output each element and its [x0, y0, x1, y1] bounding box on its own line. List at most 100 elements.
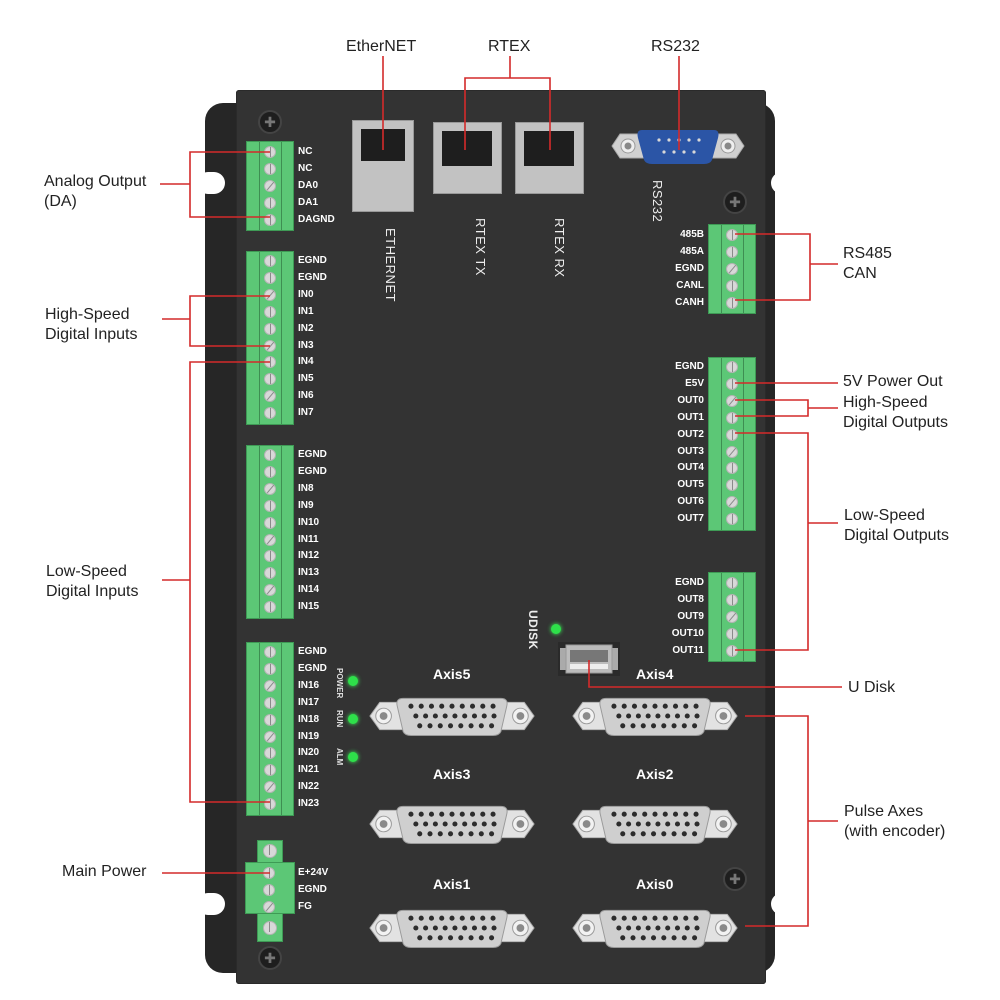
ethernet-port[interactable]	[352, 120, 414, 212]
terminal-pin-label: IN21	[298, 764, 320, 776]
terminal-screw-icon	[264, 449, 276, 461]
terminal-pin-label: OUT10	[671, 627, 704, 639]
axis4-label: Axis4	[636, 666, 674, 682]
terminal-screw-icon	[726, 411, 738, 424]
usb-port[interactable]	[552, 640, 626, 678]
terminal-screw-icon	[726, 394, 738, 407]
terminal-screw-icon	[264, 271, 276, 284]
terminal-screw-icon	[726, 610, 738, 623]
terminal-screw-icon	[264, 679, 276, 692]
rtex-rx-port[interactable]	[515, 122, 584, 194]
terminal-pin-label: DAGND	[298, 213, 335, 225]
terminal-pin-label: IN1	[298, 305, 314, 317]
terminal-pin-label: OUT7	[677, 513, 704, 525]
terminal-pin-label: EGND	[675, 361, 704, 372]
terminal-screw-icon	[263, 883, 275, 896]
udisk-port-label: UDISK	[526, 610, 540, 650]
screw-icon: ✚	[258, 110, 282, 134]
screw-icon: ✚	[258, 946, 282, 970]
terminal-screw-icon	[726, 377, 738, 390]
terminal-pin-label: OUT5	[677, 479, 704, 491]
terminal-pin-label: IN17	[298, 696, 320, 708]
terminal-pin-label: DA1	[298, 196, 319, 208]
terminal-screw-icon	[264, 516, 276, 529]
terminal-pin-label: IN4	[298, 356, 314, 368]
terminal-screw-icon	[264, 533, 276, 546]
axis0-connector[interactable]	[569, 906, 741, 950]
callout-udisk: U Disk	[848, 679, 896, 696]
terminal-pin-label: OUT8	[677, 593, 704, 605]
terminal-pin-label: 485A	[680, 245, 704, 257]
axis2-connector[interactable]	[569, 802, 741, 846]
screw-icon: ✚	[723, 867, 747, 891]
terminal-pin-label: IN3	[298, 339, 314, 351]
terminal-pin-label: EGND	[675, 577, 704, 588]
callout-pulse-axes: Pulse Axes (with encoder)	[844, 803, 946, 840]
terminal-screw-icon	[264, 798, 276, 811]
terminal-pin-label: EGND	[298, 449, 327, 460]
axis3-connector[interactable]	[366, 802, 538, 846]
terminal-screw-icon	[264, 146, 276, 158]
terminal-screw-icon	[264, 696, 276, 709]
axis1-label: Axis1	[433, 876, 471, 892]
rtex-tx-port-label: RTEX TX	[473, 218, 488, 276]
rtex-tx-port[interactable]	[433, 122, 502, 194]
callout-hs-inputs: High-Speed Digital Inputs	[45, 306, 138, 343]
terminal-pin-label: OUT11	[672, 644, 704, 656]
terminal-pin-label: IN7	[298, 407, 314, 419]
terminal-screw-icon	[264, 407, 276, 420]
led-label-alm: ALM	[335, 748, 344, 766]
terminal-screw-icon	[726, 593, 738, 606]
terminal-pin-label: IN11	[298, 533, 319, 545]
terminal-screw-icon	[264, 255, 276, 267]
terminal-pin-label: IN23	[298, 798, 320, 810]
terminal-screw-icon	[726, 445, 738, 458]
terminal-screw-icon	[264, 305, 276, 318]
callout-rs232: RS232	[651, 38, 700, 55]
callout-ls-inputs: Low-Speed Digital Inputs	[46, 563, 139, 600]
terminal-pin-label: IN22	[298, 781, 320, 793]
terminal-screw-icon	[264, 465, 276, 478]
udisk-led	[551, 624, 561, 634]
terminal-pin-label: FG	[298, 900, 312, 912]
terminal-pin-label: EGND	[298, 271, 327, 283]
terminal-pin-label: IN10	[298, 516, 320, 528]
mounting-slot	[771, 172, 799, 194]
terminal-pin-label: OUT6	[677, 496, 704, 508]
terminal-screw-icon	[264, 730, 276, 743]
power-led	[348, 676, 358, 686]
axis5-connector[interactable]	[366, 694, 538, 738]
terminal-screw-icon	[726, 644, 738, 657]
callout-5v-power-out: 5V Power Out	[843, 373, 943, 390]
terminal-pin-label: 485B	[680, 229, 704, 240]
terminal-screw-icon	[263, 900, 275, 913]
terminal-screw-icon	[726, 279, 738, 292]
terminal-pin-label: CANH	[675, 296, 704, 308]
terminal-pin-label: NC	[298, 146, 313, 157]
callout-analog-output: Analog Output (DA)	[44, 173, 147, 210]
led-label-run: RUN	[335, 710, 344, 728]
axis1-connector[interactable]	[366, 906, 538, 950]
terminal-pin-label: OUT9	[677, 610, 704, 622]
terminal-pin-label: EGND	[298, 465, 327, 477]
axis0-label: Axis0	[636, 876, 674, 892]
terminal-pin-label: E5V	[685, 377, 704, 389]
axis4-connector[interactable]	[569, 694, 741, 738]
callout-rtex: RTEX	[488, 38, 531, 55]
terminal-screw-icon	[726, 428, 738, 441]
screw-icon: ✚	[723, 190, 747, 214]
terminal-pin-label: IN8	[298, 482, 314, 494]
terminal-pin-label: EGND	[298, 883, 327, 895]
terminal-pin-label: OUT4	[677, 462, 704, 474]
rtex-rx-port-label: RTEX RX	[552, 218, 567, 278]
terminal-screw-icon	[726, 627, 738, 640]
terminal-pin-label: EGND	[298, 662, 327, 674]
terminal-screw-icon	[726, 361, 738, 373]
terminal-pin-label: EGND	[298, 255, 327, 266]
terminal-screw-icon	[726, 229, 738, 241]
terminal-screw-icon	[264, 646, 276, 658]
terminal-screw-icon	[264, 482, 276, 495]
terminal-screw-icon	[264, 499, 276, 512]
terminal-pin-label: OUT1	[677, 411, 704, 423]
rs232-port[interactable]	[608, 124, 748, 168]
